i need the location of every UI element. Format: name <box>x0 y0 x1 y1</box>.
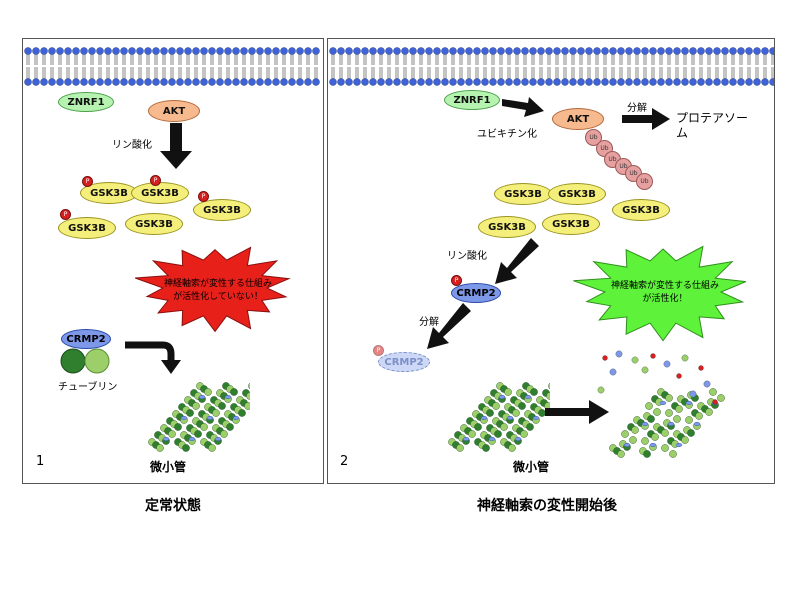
crmp2-node: CRMP2 <box>451 283 501 303</box>
phosphate-mark: P <box>82 176 93 187</box>
microtubule-label: 微小管 <box>513 460 550 474</box>
phosphate-mark: P <box>198 191 209 202</box>
gsk3b-node: GSK3B <box>478 216 536 238</box>
ubiquitination-label: ユビキチン化 <box>477 129 537 140</box>
cell-membrane <box>24 47 320 86</box>
phosphate-mark: P <box>150 175 161 186</box>
panel-number: 1 <box>36 454 45 469</box>
crmp2-degradation-arrow <box>427 303 471 349</box>
akt-node: AKT <box>148 100 200 122</box>
gsk3b-node: GSK3B <box>58 217 116 239</box>
phosphate-mark: P <box>373 345 384 356</box>
gsk3b-node: GSK3B <box>125 213 183 235</box>
panel-number: 2 <box>340 454 349 469</box>
microtubule-bundle <box>148 382 250 452</box>
tubulin-label: チューブリン <box>58 382 118 393</box>
ubiquitination-arrow <box>502 97 544 117</box>
tubulin-dimer <box>60 348 110 374</box>
znrf1-label: ZNRF1 <box>67 96 105 108</box>
microtubule-label: 微小管 <box>150 460 187 474</box>
phosphorylation-arrow <box>495 238 539 284</box>
burst-text-line1: 神経軸索が変性する仕組み <box>163 279 272 289</box>
phosphate-mark: P <box>60 209 71 220</box>
microtubule-bundle <box>448 382 550 452</box>
degeneration-arrow <box>545 400 609 424</box>
gsk3b-node: GSK3B <box>193 199 251 221</box>
degradation-label: 分解 <box>419 317 439 328</box>
znrf1-node: ZNRF1 <box>444 90 500 110</box>
gsk3b-node: GSK3B <box>612 199 670 221</box>
panel-caption: 神経軸索の変性開始後 <box>477 498 617 514</box>
gsk3b-node: GSK3B <box>542 213 600 235</box>
inactive-burst <box>134 246 291 333</box>
burst-text-line2: が活性化していない！ <box>173 292 263 302</box>
phosphorylation-label: リン酸化 <box>112 140 152 151</box>
gsk3b-node: GSK3B <box>494 183 552 205</box>
burst-text-active: 神経軸索が変性する仕組み が活性化！ <box>610 281 719 304</box>
akt-node: AKT <box>552 108 604 130</box>
akt-label: AKT <box>162 105 186 117</box>
burst-text-inactive: 神経軸索が変性する仕組み が活性化していない！ <box>158 278 278 304</box>
degradation-label: 分解 <box>627 103 647 114</box>
microtubule-fragmented <box>597 350 725 458</box>
gsk3b-node: GSK3B <box>548 183 606 205</box>
crmp2-node: CRMP2 <box>61 329 111 349</box>
assembly-arrow <box>125 341 181 374</box>
proteasome-label: プロテアソー ム <box>676 111 749 140</box>
cell-membrane <box>329 47 774 86</box>
phosphorylation-label: リン酸化 <box>447 251 487 262</box>
panel-caption: 定常状態 <box>145 498 201 514</box>
znrf1-node: ZNRF1 <box>58 92 114 112</box>
ubiquitin-bead: Ub <box>636 173 653 190</box>
crmp2-degraded-node: CRMP2 <box>378 352 430 372</box>
phosphorylation-arrow <box>160 123 192 169</box>
gsk3b-node: GSK3B <box>131 182 189 204</box>
degradation-arrow <box>622 108 670 130</box>
active-burst <box>573 245 747 342</box>
